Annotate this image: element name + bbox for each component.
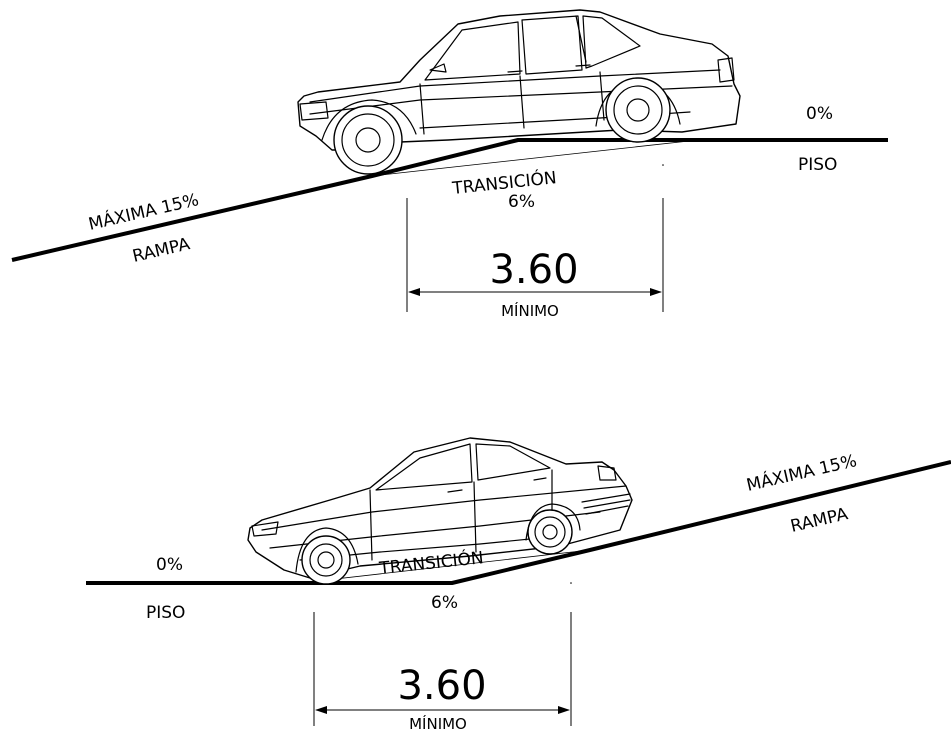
bottom-transition-grade: 6% bbox=[431, 593, 458, 613]
top-floor-label: PISO bbox=[798, 155, 837, 175]
top-floor-grade: 0% bbox=[806, 104, 833, 124]
top-section: MÁXIMA 15% RAMPA TRANSICIÓN 6% 0% PISO 3… bbox=[11, 9, 888, 320]
bottom-reference-dot bbox=[570, 582, 572, 584]
bottom-dimension-value: 3.60 bbox=[397, 663, 486, 709]
bottom-ground-profile bbox=[86, 460, 951, 585]
bottom-car bbox=[247, 437, 633, 585]
bottom-floor-label: PISO bbox=[146, 603, 185, 623]
top-transition-label: TRANSICIÓN bbox=[450, 166, 557, 199]
top-ground-profile bbox=[11, 138, 888, 262]
top-ramp-label: RAMPA bbox=[131, 234, 193, 267]
top-dimension-note: MÍNIMO bbox=[501, 301, 559, 320]
bottom-transition-reference-line bbox=[299, 549, 591, 584]
top-car bbox=[297, 9, 741, 175]
top-reference-dot bbox=[662, 164, 664, 166]
top-dimension-value: 3.60 bbox=[489, 247, 578, 293]
bottom-floor-grade: 0% bbox=[156, 555, 183, 575]
bottom-ramp-label: RAMPA bbox=[789, 504, 851, 537]
bottom-dimension-note: MÍNIMO bbox=[409, 714, 467, 733]
top-transition-grade: 6% bbox=[508, 192, 535, 212]
bottom-section: 0% PISO TRANSICIÓN 6% MÁXIMA 15% RAMPA 3… bbox=[86, 437, 951, 733]
top-transition-reference-line bbox=[371, 139, 699, 177]
